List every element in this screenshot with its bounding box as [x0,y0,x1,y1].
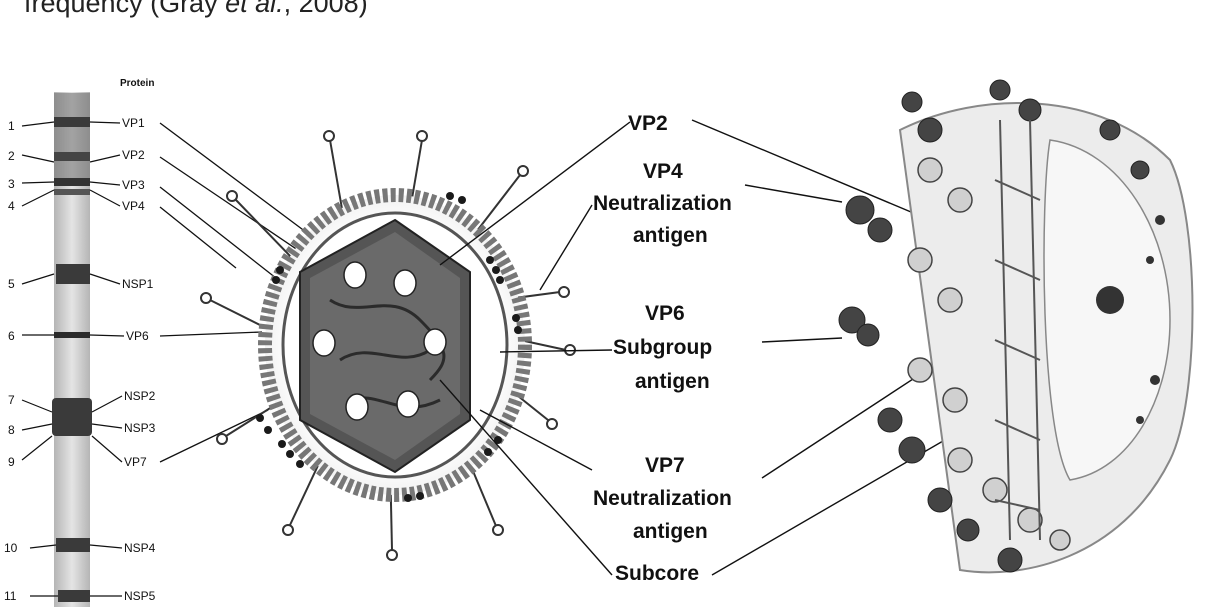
gel-band-3 [54,178,90,186]
gel-band-6 [54,332,90,338]
callout-vp4-line2: Neutralization [593,192,732,215]
protein-label: VP4 [122,199,145,213]
segment-number: 11 [4,589,17,603]
gel-band-1 [54,117,90,127]
callout-subcore: Subcore [615,562,699,585]
gel-band-2 [54,152,90,161]
callout-vp6-line2: Subgroup [613,336,712,359]
callout-vp6-line3: antigen [635,370,710,393]
gel-electrophoresis: Protein 1 2 3 4 5 6 7 8 9 10 11 VP1 VP2 [4,78,156,607]
callout-vp2: VP2 [628,112,668,135]
cutaway-virus-model [839,80,1193,572]
callout-vp4-title: VP4 [643,160,683,183]
callout-vp7-line3: antigen [633,520,708,543]
segment-number: 4 [8,199,15,213]
protein-leader-lines [90,122,124,596]
callout-labels: VP2 VP4 Neutralization antigen VP6 Subgr… [593,112,732,585]
protein-label: NSP4 [124,541,156,555]
segment-number: 5 [8,277,15,291]
callout-vp7-title: VP7 [645,454,685,477]
protein-label: VP6 [126,329,149,343]
protein-label: VP7 [124,455,147,469]
gel-band-7-9 [52,398,92,436]
segment-number: 2 [8,149,15,163]
segment-number: 7 [8,393,15,407]
gel-band-11 [58,590,90,602]
segment-number: 9 [8,455,15,469]
protein-label: NSP5 [124,589,156,603]
segment-number: 6 [8,329,15,343]
callout-vp7-line2: Neutralization [593,487,732,510]
protein-label: VP2 [122,148,145,162]
callout-vp4-line3: antigen [633,224,708,247]
protein-label: NSP3 [124,421,156,435]
segment-number: 8 [8,423,15,437]
gel-band-top [54,93,90,183]
protein-label: VP1 [122,116,145,130]
protein-label: NSP1 [122,277,154,291]
protein-label: VP3 [122,178,145,192]
segment-leader-lines [22,122,58,596]
gel-band-5 [56,264,90,284]
protein-label: NSP2 [124,389,156,403]
segment-number: 1 [8,119,15,133]
segment-number: 10 [4,541,18,555]
gel-band-4 [54,189,90,195]
segment-number: 3 [8,177,15,191]
callout-vp6-title: VP6 [645,302,685,325]
gel-band-10 [56,538,90,552]
gel-header-label: Protein [120,78,154,89]
